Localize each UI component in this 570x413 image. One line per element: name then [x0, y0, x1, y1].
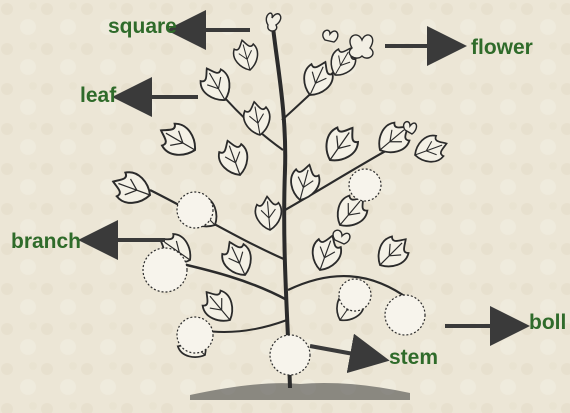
- square-label: square: [108, 16, 177, 37]
- stem-label: stem: [389, 347, 438, 368]
- branch-label: branch: [11, 231, 81, 252]
- leaf-label: leaf: [80, 85, 116, 106]
- boll-label: boll: [529, 312, 566, 333]
- flower-label: flower: [471, 37, 533, 58]
